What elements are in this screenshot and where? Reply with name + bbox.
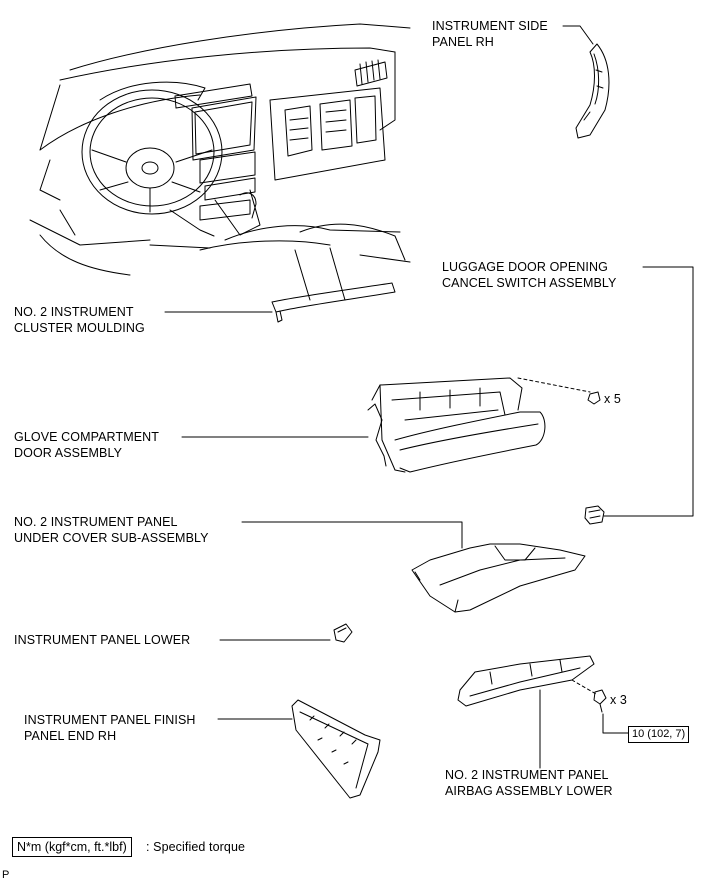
label-glove-compartment: GLOVE COMPARTMENT DOOR ASSEMBLY [14,430,160,460]
label-panel-lower: INSTRUMENT PANEL LOWER [14,633,191,647]
panel-lower-part [333,623,353,643]
airbag-lower-part [457,655,595,707]
leader-side-panel [562,25,594,45]
label-instrument-side-panel-rh: INSTRUMENT SIDE PANEL RH [432,19,548,49]
legend-unit-box: N*m (kgf*cm, ft.*lbf) [12,837,132,857]
label-finish-panel-end: INSTRUMENT PANEL FINISH PANEL END RH [24,713,196,743]
label-under-cover: NO. 2 INSTRUMENT PANEL UNDER COVER SUB-A… [14,515,209,545]
legend-description: : Specified torque [146,840,246,854]
leader-luggage-switch [603,266,694,517]
leader-bolts [571,679,597,695]
torque-value-box: 10 (102, 7) [628,726,690,743]
bolt-part [593,689,607,713]
cluster-moulding-part [271,282,396,323]
under-cover-part [411,543,586,613]
leader-clips [517,377,591,393]
clip-quantity: x 5 [604,392,621,406]
glove-compartment-part [367,377,546,473]
bolt-quantity: x 3 [610,693,627,707]
label-airbag-lower: NO. 2 INSTRUMENT PANEL AIRBAG ASSEMBLY L… [445,768,613,798]
clip-part [587,391,601,405]
leader-under-cover [241,521,463,549]
instrument-side-panel-rh-part [575,43,610,139]
label-cluster-moulding: NO. 2 INSTRUMENT CLUSTER MOULDING [14,305,145,335]
luggage-switch-part [584,505,605,525]
dashboard-illustration [29,23,411,301]
footer-code: P [2,869,10,881]
label-luggage-door-switch: LUGGAGE DOOR OPENING CANCEL SWITCH ASSEM… [442,260,617,290]
finish-panel-end-part [291,699,381,799]
leader-torque [602,713,629,734]
